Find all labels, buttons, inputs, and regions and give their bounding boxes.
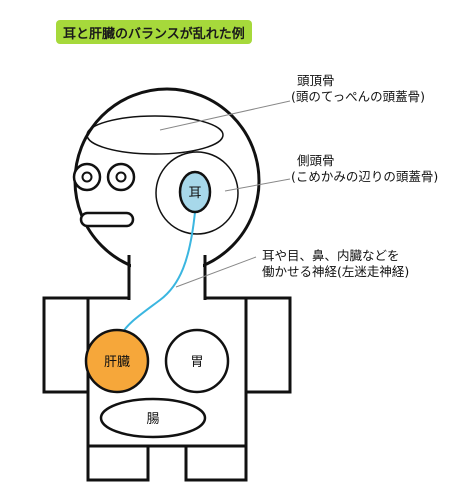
left-leg	[86, 444, 150, 482]
ear	[178, 170, 212, 214]
right-leg	[184, 444, 248, 482]
vagus-leader	[175, 256, 257, 288]
left-eye	[72, 162, 102, 192]
liver	[84, 328, 150, 394]
temporal-label-line2: (こめかみの辺りの頭蓋骨)	[291, 169, 439, 184]
parietal-bone	[86, 115, 224, 155]
ear-label: 耳	[188, 186, 201, 201]
intestine	[99, 397, 207, 439]
stomach-label: 胃	[190, 355, 203, 370]
right-arm	[244, 296, 292, 394]
stomach	[164, 328, 230, 394]
parietal-label-line2: (頭のてっぺんの頭蓋骨)	[291, 89, 426, 104]
vagus-nerve	[120, 211, 196, 337]
temporal-bone	[155, 151, 239, 235]
right-eye	[106, 162, 136, 192]
temporal-leader	[224, 178, 291, 192]
left-arm	[42, 296, 90, 394]
vagus-label-line2: 働かせる神経(左迷走神経)	[262, 264, 410, 279]
temporal-label-line1: 側頭骨	[297, 153, 335, 168]
diagram-title: 耳と肝臓のバランスが乱れた例	[56, 20, 252, 44]
mouth	[79, 211, 135, 228]
intestine-label: 腸	[146, 412, 159, 427]
parietal-label-line1: 頭頂骨	[297, 73, 335, 88]
vagus-label-line1: 耳や目、鼻、内臓などを	[262, 248, 400, 263]
parietal-leader	[159, 100, 291, 131]
liver-label: 肝臓	[104, 355, 130, 370]
